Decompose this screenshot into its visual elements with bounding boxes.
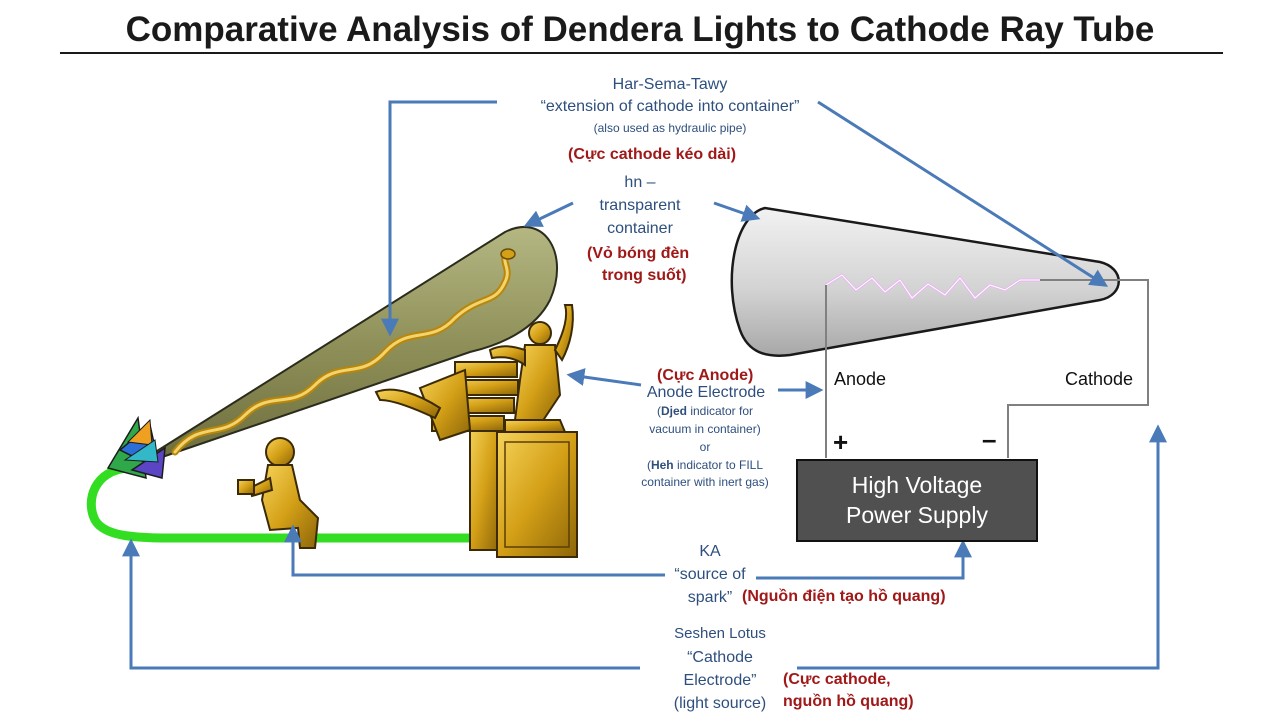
lotus-flower (106, 415, 166, 480)
crt-cathode-label: Cathode (1065, 369, 1134, 389)
hn-vi2: trong suốt) (602, 267, 687, 284)
plus-sign: + (833, 427, 849, 457)
arrow-seshen-to-cathode (797, 424, 1167, 670)
or-text: or (699, 440, 711, 454)
ka-line2: “source of (674, 566, 746, 583)
seshen-line2: “Cathode (687, 649, 753, 666)
green-cable (86, 463, 485, 543)
harsema-name: Har-Sema-Tawy (612, 76, 728, 93)
seshen-line1: Seshen Lotus (674, 625, 766, 642)
ka-line1: KA (699, 543, 721, 560)
seshen-vi2: nguồn hồ quang) (783, 693, 914, 710)
dendera-bulb (129, 225, 559, 469)
arrow-seshen-to-lotus (122, 538, 640, 670)
hn-line3: container (607, 220, 673, 237)
harsema-note: (also used as hydraulic pipe) (593, 121, 747, 135)
kneeling-figure (237, 437, 320, 549)
psu-line1: High Voltage (851, 471, 983, 498)
arrow-ka-to-psu (756, 539, 972, 580)
minus-sign: – (982, 424, 997, 454)
seshen-line4: (light source) (673, 695, 767, 712)
seshen-vi1: (Cực cathode, (783, 671, 891, 688)
power-supply: High Voltage Power Supply (796, 459, 1038, 542)
arrow-harsema-to-crt (817, 100, 1109, 287)
heh-note: (Heh indicator to FILL (646, 458, 764, 472)
djed-pillar (374, 361, 519, 551)
arrow-hn-to-crt (713, 201, 761, 222)
arrow-ka-to-figure (284, 524, 665, 577)
hn-vi1: (Vỏ bóng đèn (587, 245, 690, 262)
psu-line2: Power Supply (846, 501, 988, 528)
djed-note-line2: vacuum in container) (649, 422, 761, 436)
djed-note: (Djed indicator for (656, 404, 754, 418)
anode-vi: (Cực Anode) (657, 367, 754, 384)
hn-line1: hn – (624, 174, 656, 191)
crt-anode-label: Anode (834, 369, 887, 389)
arrow-harsema-to-bulb (381, 100, 497, 337)
pointer-arrows (122, 100, 1167, 670)
ka-vi: (Nguồn điện tạo hồ quang) (742, 588, 946, 605)
page-title: Comparative Analysis of Dendera Lights t… (125, 10, 1155, 49)
snake-head (500, 248, 516, 260)
harsema-vi: (Cực cathode kéo dài) (568, 146, 737, 163)
golden-pedestal (496, 431, 578, 558)
arrow-hn-to-bulb (523, 201, 574, 227)
harsema-desc: “extension of cathode into container” (540, 98, 800, 115)
ka-line3: spark” (687, 589, 733, 606)
arrow-anode-to-heh (566, 368, 642, 387)
crt-tube (730, 206, 1120, 357)
title-underline (60, 52, 1223, 54)
heh-figure (488, 304, 574, 433)
hn-line2: transparent (599, 197, 681, 214)
crt-wiring (825, 279, 1149, 458)
seshen-line3: Electrode” (683, 672, 757, 689)
anode-electrode-name: Anode Electrode (646, 384, 766, 401)
heh-note-line2: container with inert gas) (641, 475, 769, 489)
